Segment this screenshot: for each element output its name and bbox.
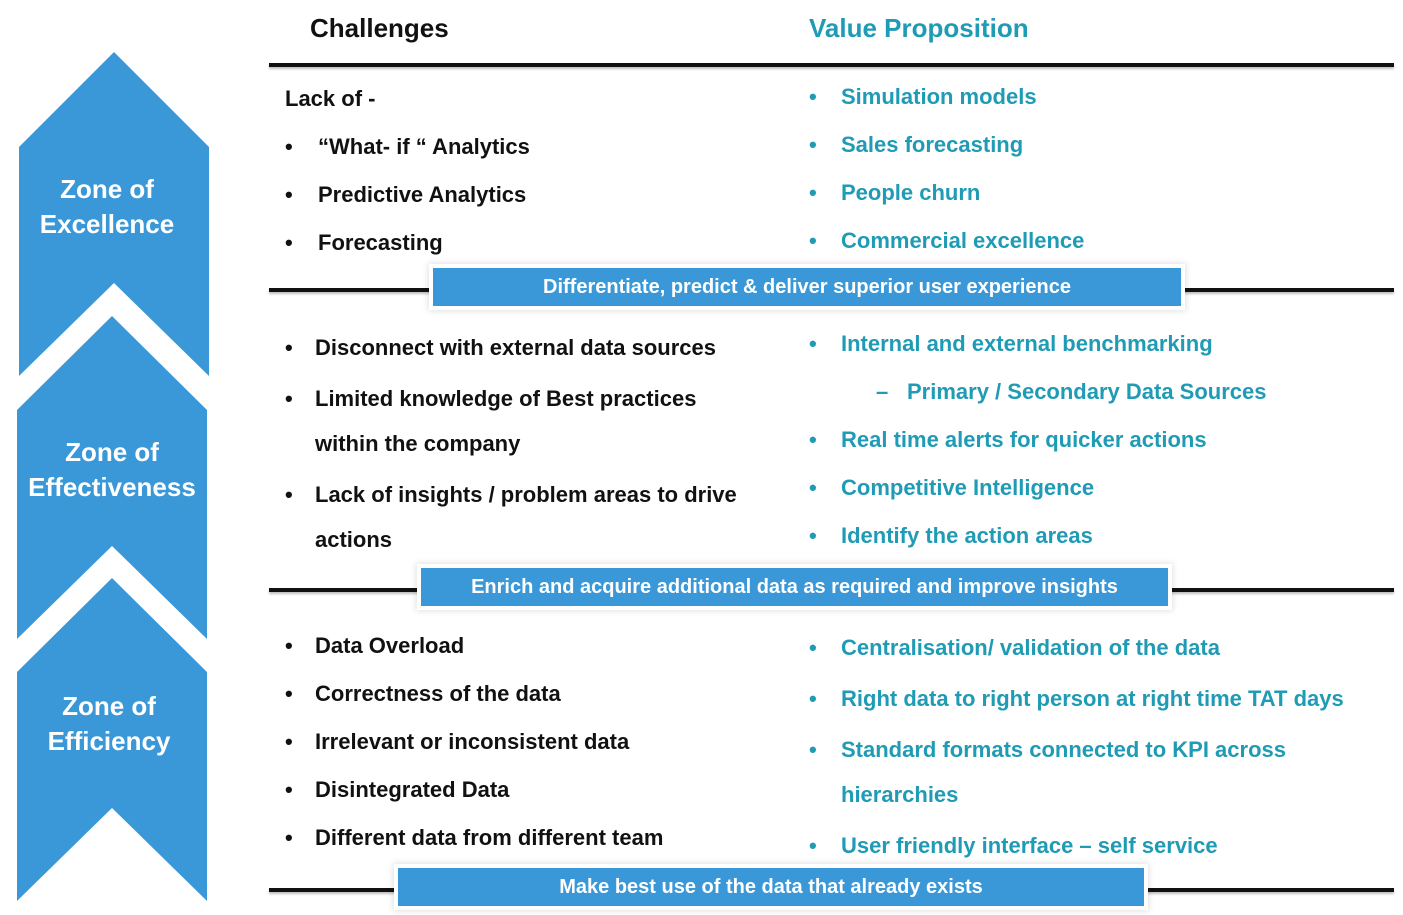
header-divider: [269, 63, 1394, 67]
challenge-item: “What- if “ Analytics: [318, 134, 530, 159]
bullet: •: [285, 134, 293, 159]
sub-bullet-dash: –: [876, 379, 889, 404]
value-item: Commercial excellence: [841, 228, 1085, 253]
bullet: •: [809, 180, 817, 205]
value-item: Sales forecasting: [841, 132, 1024, 157]
bullet: •: [285, 182, 293, 207]
value-item: Identify the action areas: [841, 523, 1093, 548]
value-item: Competitive Intelligence: [841, 475, 1095, 500]
bullet: •: [809, 331, 817, 356]
zone-label-line1: Zone of: [60, 174, 154, 204]
challenge-item: Forecasting: [318, 230, 443, 255]
value-item: Centralisation/ validation of the data: [841, 635, 1220, 660]
zone-chevrons: [17, 52, 209, 901]
header-challenges: Challenges: [310, 13, 449, 43]
bullet: •: [809, 686, 817, 711]
value-item: Internal and external benchmarking: [841, 331, 1213, 356]
zone-label-excellence: Zone of Excellence: [19, 172, 195, 242]
zone-label-line1: Zone of: [62, 691, 156, 721]
zone-label-line1: Zone of: [65, 437, 159, 467]
bullet: •: [285, 681, 293, 706]
zone-label-effectiveness: Zone of Effectiveness: [17, 435, 207, 505]
challenge-item: Correctness of the data: [315, 681, 561, 706]
bullet: •: [285, 482, 293, 507]
challenge-item: Irrelevant or inconsistent data: [315, 729, 630, 754]
challenge-item-continued: within the company: [315, 431, 521, 456]
bullet: •: [809, 737, 817, 762]
bullet: •: [809, 427, 817, 452]
bullet: •: [285, 386, 293, 411]
challenge-item: Different data from different team: [315, 825, 664, 850]
challenge-item-continued: actions: [315, 527, 393, 552]
zone-label-line2: Effectiveness: [28, 472, 196, 502]
bullet: •: [809, 228, 817, 253]
challenge-item: Data Overload: [315, 633, 465, 658]
challenge-item: Lack of insights / problem areas to driv…: [315, 482, 737, 507]
value-item: People churn: [841, 180, 981, 205]
bullet: •: [285, 633, 293, 658]
bullet: •: [809, 635, 817, 660]
challenges-intro: Lack of -: [285, 86, 376, 111]
challenge-item: Disintegrated Data: [315, 777, 510, 802]
challenge-item: Limited knowledge of Best practices: [315, 386, 697, 411]
bullet: •: [809, 833, 817, 858]
bullet: •: [285, 335, 293, 360]
value-item: User friendly interface – self service: [841, 833, 1218, 858]
header-value-proposition: Value Proposition: [809, 13, 1029, 43]
challenge-item: Disconnect with external data sources: [315, 335, 717, 360]
value-subitem: Primary / Secondary Data Sources: [907, 379, 1267, 404]
value-item: Simulation models: [841, 84, 1037, 109]
chevron-efficiency: [17, 578, 207, 901]
challenge-item: Predictive Analytics: [318, 182, 527, 207]
banner-excellence: Differentiate, predict & deliver superio…: [433, 268, 1181, 306]
chevron-effectiveness: [17, 316, 207, 639]
bullet: •: [285, 825, 293, 850]
bullet: •: [285, 230, 293, 255]
bullet: •: [809, 132, 817, 157]
value-item: Standard formats connected to KPI across: [841, 737, 1286, 762]
value-item: Real time alerts for quicker actions: [841, 427, 1207, 452]
zone-label-line2: Efficiency: [47, 726, 171, 756]
value-item-continued: hierarchies: [841, 782, 959, 807]
banner-efficiency: Make best use of the data that already e…: [398, 868, 1144, 906]
zone-label-line2: Excellence: [39, 209, 175, 239]
banner-effectiveness: Enrich and acquire additional data as re…: [421, 568, 1168, 606]
bullet: •: [809, 84, 817, 109]
bullet: •: [285, 777, 293, 802]
zone-label-efficiency: Zone of Efficiency: [17, 689, 201, 759]
bullet: •: [809, 475, 817, 500]
chevron-excellence: [19, 52, 209, 376]
bullet: •: [809, 523, 817, 548]
bullet: •: [285, 729, 293, 754]
value-item: Right data to right person at right time…: [841, 686, 1344, 711]
